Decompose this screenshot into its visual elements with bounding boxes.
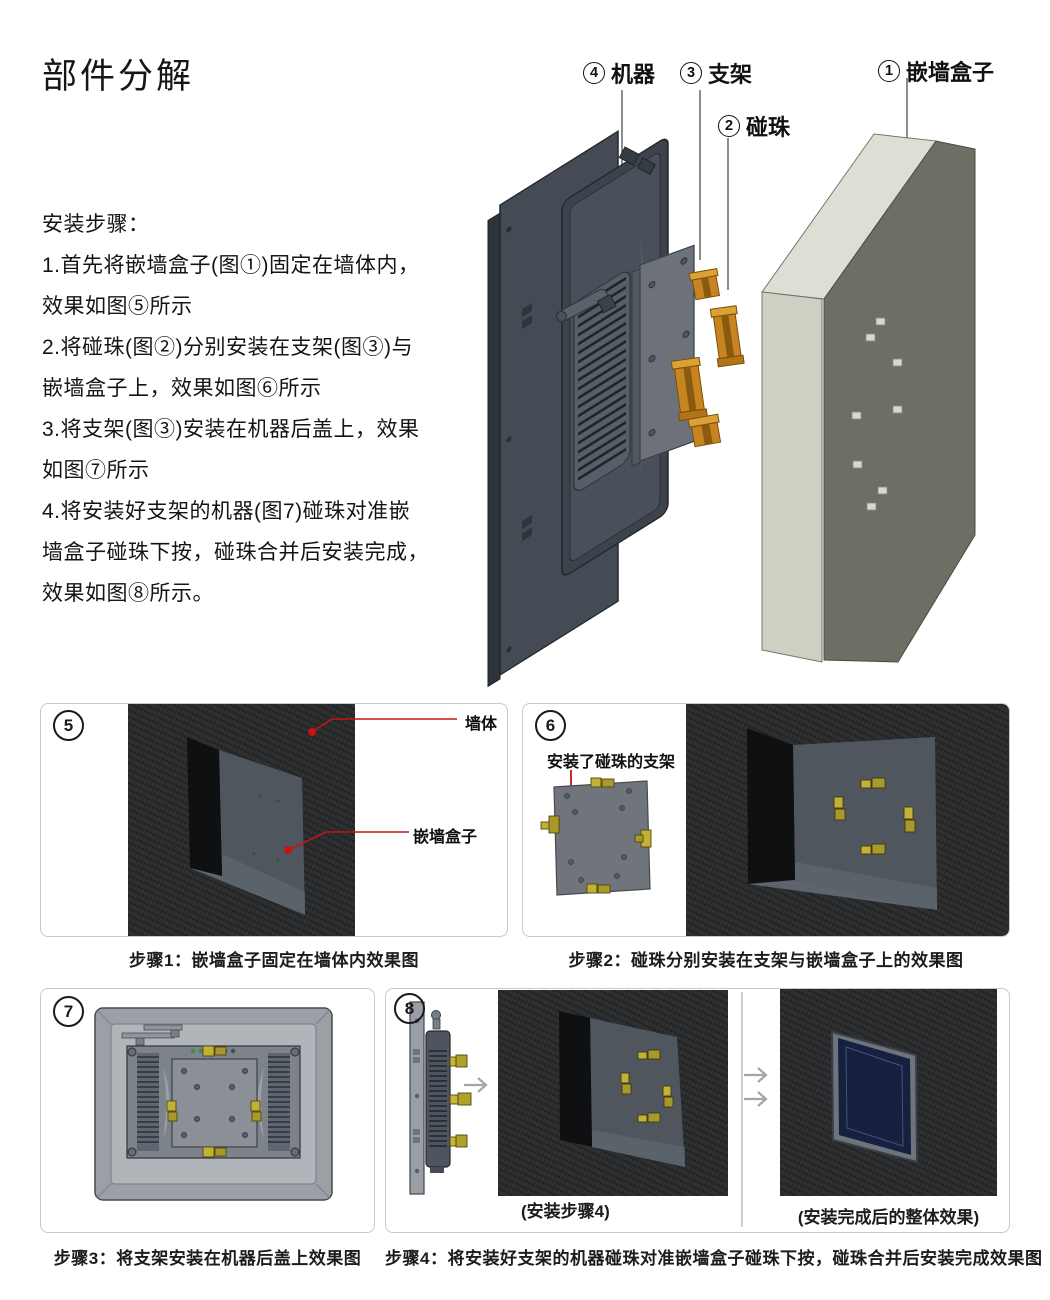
panel-step1: 5 墙体 嵌墙盒子 bbox=[40, 703, 508, 937]
callout-wallbox: 嵌墙盒子 bbox=[413, 829, 478, 846]
back-catches bbox=[166, 1045, 262, 1158]
panel-step2: 6 安装了碰珠的支架 bbox=[522, 703, 1010, 937]
panel6-number: 6 bbox=[535, 710, 566, 741]
subcaption-finished: (安装完成后的整体效果) bbox=[797, 1208, 980, 1227]
device-side-render bbox=[409, 1001, 472, 1195]
bracket-with-catches-render bbox=[540, 770, 652, 896]
circled-number: 4 bbox=[583, 62, 605, 84]
label-catch: 2 碰珠 bbox=[718, 110, 790, 142]
wallbox-3d bbox=[761, 133, 976, 663]
label-bracket: 3 支架 bbox=[680, 57, 752, 89]
step2-image bbox=[686, 704, 1009, 936]
circled-number: 1 bbox=[878, 60, 900, 82]
installed-device-render bbox=[831, 1031, 918, 1163]
fin-strips bbox=[137, 1053, 290, 1151]
step-line: 嵌墙盒子上，效果如图⑥所示 bbox=[42, 377, 322, 400]
steps-heading: 安装步骤： bbox=[42, 213, 150, 236]
wallbox-catches-render bbox=[747, 728, 937, 910]
wallbox-catches-render-2 bbox=[559, 1011, 685, 1167]
page-title: 部件分解 bbox=[42, 57, 195, 96]
subcaption-step4: (安装步骤4) bbox=[521, 1202, 610, 1221]
bracket-catches bbox=[540, 777, 652, 894]
caption-step3: 步骤3：将支架安装在机器后盖上效果图 bbox=[53, 1249, 362, 1268]
wall-recess-render bbox=[187, 737, 305, 915]
catches-3d bbox=[670, 267, 745, 448]
cooling-fins bbox=[578, 276, 626, 481]
step-line: 3.将支架(图③)安装在机器后盖上，效果 bbox=[42, 418, 420, 441]
step-line: 效果如图⑧所示。 bbox=[42, 582, 214, 605]
circled-number: 3 bbox=[680, 62, 702, 84]
panel7-number: 7 bbox=[53, 996, 84, 1027]
antenna-bars bbox=[121, 1024, 183, 1046]
panel8-number: 8 bbox=[394, 993, 425, 1024]
step-line: 如图⑦所示 bbox=[42, 459, 150, 482]
circled-number: 2 bbox=[718, 115, 740, 137]
step-line: 墙盒子碰珠下按，碰珠合并后安装完成， bbox=[42, 541, 429, 564]
installation-steps: 安装步骤： 1.首先将嵌墙盒子(图①)固定在墙体内， 效果如图⑤所示 2.将碰珠… bbox=[42, 204, 504, 614]
step4-image bbox=[498, 990, 728, 1196]
panel5-number: 5 bbox=[53, 710, 84, 741]
panel8-graphics bbox=[409, 992, 768, 1227]
callout-leaders bbox=[284, 718, 457, 854]
device-back-render bbox=[94, 1007, 333, 1201]
caption-step1: 步骤1：嵌墙盒子固定在墙体内效果图 bbox=[129, 951, 419, 970]
caption-step2: 步骤2：碰珠分别安装在支架与嵌墙盒子上的效果图 bbox=[568, 951, 964, 970]
step-line: 效果如图⑤所示 bbox=[42, 295, 193, 318]
step-line: 4.将安装好支架的机器(图7)碰珠对准嵌 bbox=[42, 500, 411, 523]
label-machine: 4 机器 bbox=[583, 57, 655, 89]
panel-step4: 8 bbox=[385, 988, 1010, 1233]
label-wallbox: 1 嵌墙盒子 bbox=[878, 55, 994, 87]
exploded-view-diagram bbox=[487, 78, 976, 688]
step1-image bbox=[128, 704, 355, 936]
finished-image bbox=[780, 989, 997, 1196]
arrow-icon bbox=[464, 1067, 768, 1107]
caption-step4: 步骤4：将安装好支架的机器碰珠对准嵌墙盒子碰珠下按，碰珠合并后安装完成效果图 bbox=[385, 1249, 1043, 1268]
panel-step3: 7 bbox=[40, 988, 375, 1233]
step-line: 2.将碰珠(图②)分别安装在支架(图③)与 bbox=[42, 336, 413, 359]
box-catches bbox=[833, 777, 916, 855]
bracket-3d bbox=[631, 244, 695, 467]
mount-pegs bbox=[851, 317, 903, 511]
step-line: 1.首先将嵌墙盒子(图①)固定在墙体内， bbox=[42, 254, 420, 277]
antenna bbox=[555, 288, 617, 322]
top-connectors bbox=[618, 146, 657, 175]
callout-wall: 墙体 bbox=[465, 716, 498, 733]
callout-bracket-with-catches: 安装了碰珠的支架 bbox=[547, 754, 676, 771]
